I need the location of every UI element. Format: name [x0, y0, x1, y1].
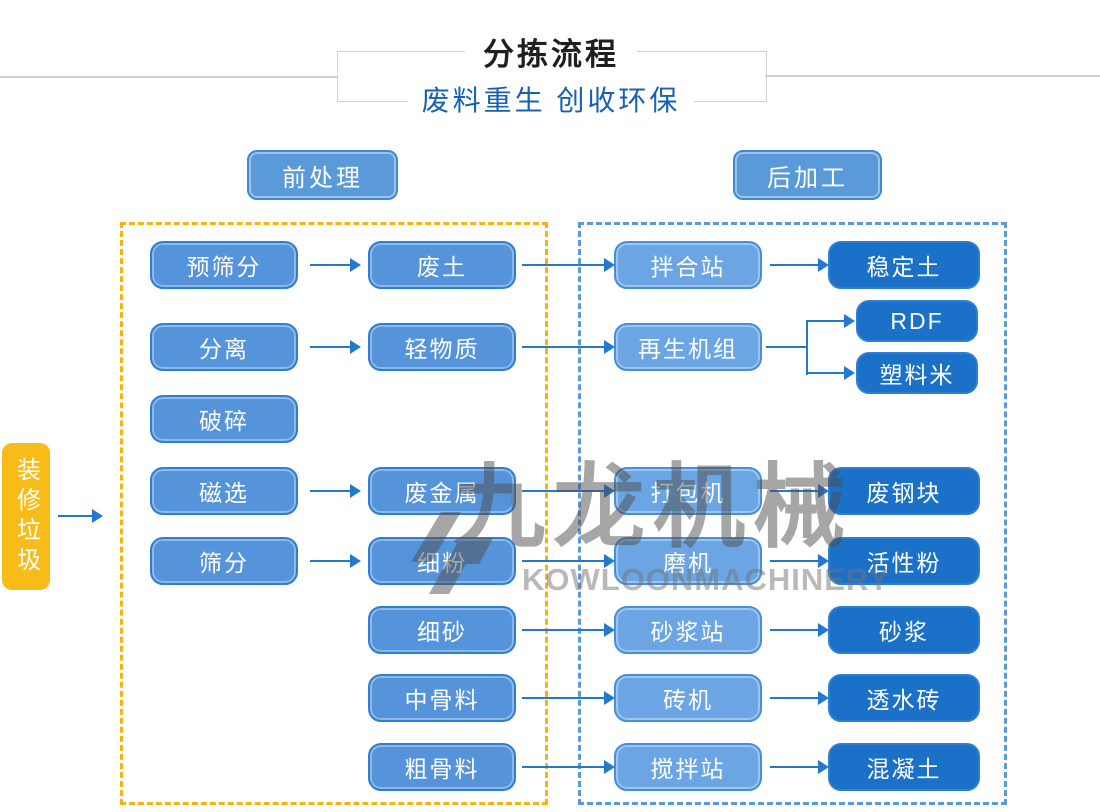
flow-arrow — [310, 484, 361, 498]
flow-arrow — [770, 258, 829, 272]
flow-arrow — [310, 554, 361, 568]
node-screening: 筛分 — [150, 537, 298, 585]
flow-arrow — [770, 691, 829, 705]
node-active-powder: 活性粉 — [828, 537, 980, 585]
node-plastic-pellets: 塑料米 — [856, 352, 978, 394]
flow-arrow — [770, 760, 829, 774]
node-baler: 打包机 — [614, 467, 762, 515]
page-subtitle-text: 废料重生 创收环保 — [407, 84, 695, 118]
flow-arrow — [770, 554, 829, 568]
node-mortar-plant: 砂浆站 — [614, 606, 762, 654]
flow-arrow — [770, 623, 829, 637]
node-mixing-plant: 拌合站 — [614, 241, 762, 289]
page-title: 分拣流程 — [300, 36, 802, 74]
flow-arrow — [522, 623, 615, 637]
header-rule-left — [0, 76, 338, 78]
flow-arrow — [522, 484, 615, 498]
node-medium-aggregate: 中骨料 — [368, 674, 516, 722]
page-subtitle: 废料重生 创收环保 — [300, 84, 802, 118]
node-scrap-metal: 废金属 — [368, 467, 516, 515]
flow-arrow — [310, 258, 361, 272]
flow-arrow — [522, 340, 615, 354]
node-light-material: 轻物质 — [368, 323, 516, 371]
flow-arrow — [522, 554, 615, 568]
stage-pre-treatment: 前处理 — [247, 150, 398, 200]
node-grinding-mill: 磨机 — [614, 537, 762, 585]
node-waste-soil: 废土 — [368, 241, 516, 289]
flow-arrow — [770, 484, 829, 498]
branch-connector-line — [766, 346, 808, 348]
node-crushing: 破碎 — [150, 395, 298, 443]
page-title-text: 分拣流程 — [465, 36, 637, 74]
node-pre-screening: 预筛分 — [150, 241, 298, 289]
flow-arrow — [58, 509, 103, 523]
header-rule-right — [765, 75, 1100, 77]
flow-arrow — [522, 691, 615, 705]
branch-connector-line — [806, 320, 808, 375]
node-fine-sand: 细砂 — [368, 606, 516, 654]
flow-arrow — [310, 340, 361, 354]
node-fine-powder: 细粉 — [368, 537, 516, 585]
source-renovation-waste: 装修垃圾 — [2, 443, 50, 590]
node-coarse-aggregate: 粗骨料 — [368, 743, 516, 791]
node-mortar: 砂浆 — [828, 606, 980, 654]
node-permeable-brick: 透水砖 — [828, 674, 980, 722]
node-brick-machine: 砖机 — [614, 674, 762, 722]
stage-post-processing: 后加工 — [733, 150, 882, 200]
pre-treatment-zone — [120, 222, 548, 805]
flow-arrow — [522, 258, 615, 272]
flow-arrow — [522, 760, 615, 774]
flow-arrow — [806, 314, 855, 328]
flow-arrow — [806, 366, 855, 380]
node-separation: 分离 — [150, 323, 298, 371]
node-stabilized-soil: 稳定土 — [828, 241, 980, 289]
node-scrap-steel-block: 废钢块 — [828, 467, 980, 515]
node-magnetic-separation: 磁选 — [150, 467, 298, 515]
node-rdf: RDF — [856, 300, 978, 342]
node-regeneration-unit: 再生机组 — [614, 323, 762, 371]
node-concrete: 混凝土 — [828, 743, 980, 791]
post-processing-zone — [578, 222, 1007, 805]
node-stirring-station: 搅拌站 — [614, 743, 762, 791]
